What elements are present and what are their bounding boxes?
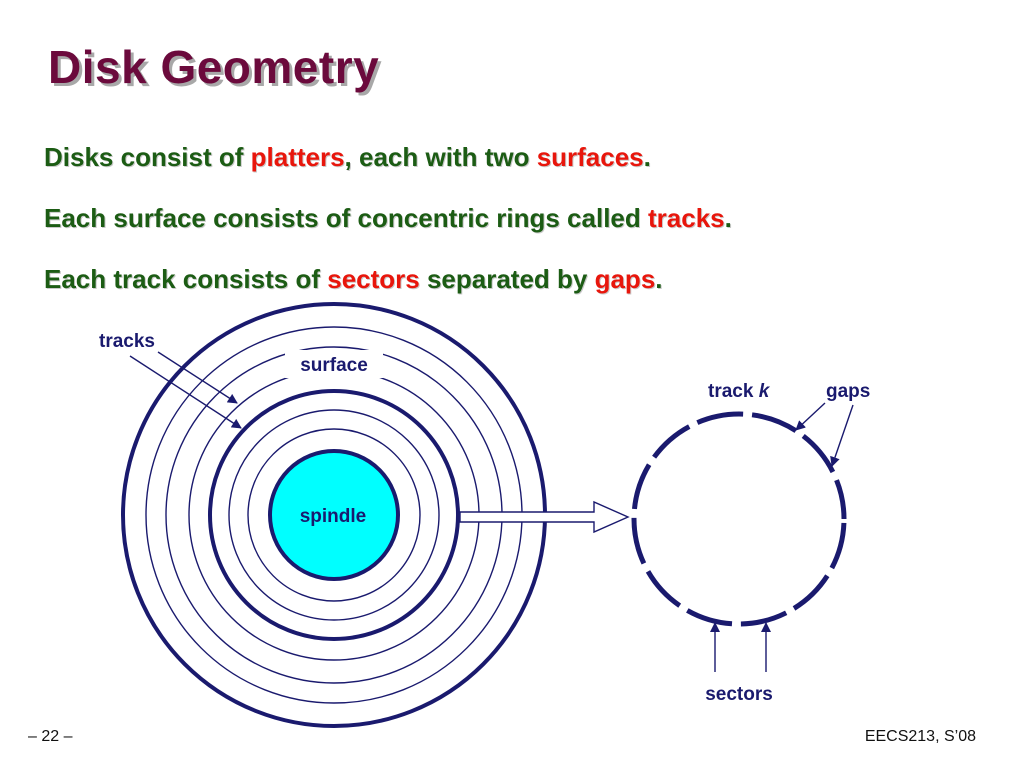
slide-title: Disk Geometry (48, 41, 380, 93)
term-platters: platters (250, 142, 345, 172)
text-segment: , each with two (344, 142, 537, 172)
text-segment: . (724, 203, 732, 233)
surface-label: surface (300, 355, 368, 376)
course-label: EECS213, S’08 (864, 728, 976, 745)
sectors-label: sectors (705, 684, 773, 705)
track-ring (247, 428, 421, 602)
gaps-arrow-lower (830, 404, 854, 467)
tracks-label: tracks (99, 331, 155, 352)
slide-number: – 22 – (28, 728, 73, 745)
bullet-line-sectors: Each track consists of sectors separated… (44, 264, 732, 325)
bullet-line-platters: Disks consist of platters, each with two… (44, 142, 732, 203)
text-segment: separated by (419, 264, 595, 294)
text-segment: . (655, 264, 663, 294)
bullet-list: Disks consist of platters, each with two… (44, 142, 732, 325)
gaps-label: gaps (826, 381, 870, 402)
text-segment: Each surface consists of concentric ring… (44, 203, 648, 233)
track-k-label: track k (708, 381, 771, 402)
tracks-arrow-upper (157, 351, 238, 404)
track-k-variable: k (759, 381, 771, 402)
spindle (268, 449, 400, 581)
text-segment: Each track consists of (44, 264, 328, 294)
term-sectors: sectors (327, 264, 420, 294)
term-surfaces: surfaces (536, 142, 644, 172)
track-ring (228, 409, 440, 621)
text-segment: Disks consist of (44, 142, 251, 172)
track-k-ring (631, 411, 847, 627)
gaps-arrow-upper (795, 402, 826, 431)
text-segment: . (643, 142, 651, 172)
surface-label-background (285, 350, 383, 378)
term-gaps: gaps (594, 264, 656, 294)
bullet-line-tracks: Each surface consists of concentric ring… (44, 203, 732, 264)
track-ring-highlighted (208, 389, 460, 641)
term-tracks: tracks (648, 203, 725, 233)
tracks-arrow-lower (129, 355, 242, 429)
track-k-prefix: track (708, 381, 759, 402)
spindle-label: spindle (300, 506, 367, 527)
track-zoom-arrow (459, 500, 630, 534)
